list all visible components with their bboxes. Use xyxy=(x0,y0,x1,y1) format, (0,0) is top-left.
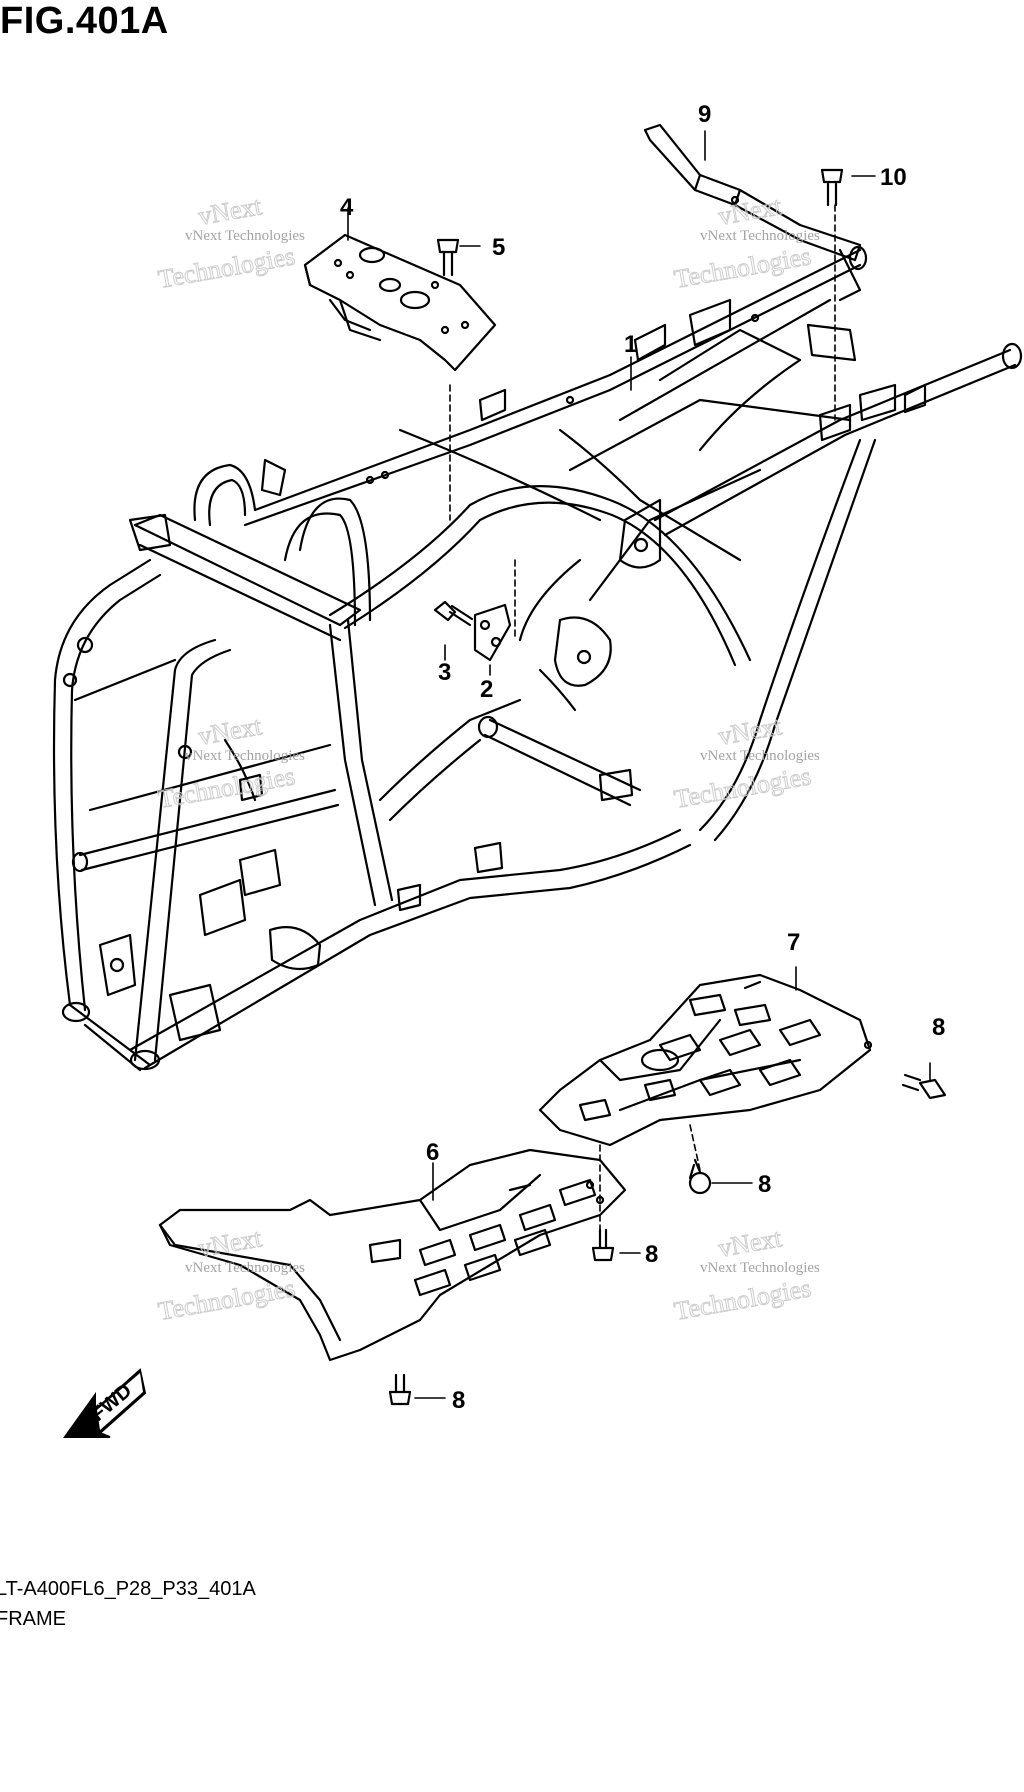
svg-text:Technologies: Technologies xyxy=(156,241,297,294)
watermark-mid-right: vNext Technologies vNext Technologies xyxy=(672,711,821,815)
rear-guide-bracket-part xyxy=(643,123,862,262)
svg-text:vNext: vNext xyxy=(716,1223,784,1263)
rear-skid-plate-part xyxy=(538,973,873,1147)
model-code: LT-A400FL6_P28_P33_401A xyxy=(0,1578,256,1600)
svg-text:Technologies: Technologies xyxy=(672,241,813,294)
callout-3: 3 xyxy=(438,659,451,686)
callout-8-front-mid: 8 xyxy=(645,1241,658,1268)
callout-8-rear-side: 8 xyxy=(932,1014,945,1041)
watermark-top-right: vNext Technologies vNext Technologies xyxy=(672,191,821,295)
svg-text:Technologies: Technologies xyxy=(156,1273,297,1326)
watermark-top-left: vNext Technologies vNext Technologies xyxy=(156,191,306,295)
front-skid-plate-part xyxy=(158,1148,627,1362)
callout-8-rear-bottom: 8 xyxy=(758,1171,771,1198)
watermark-mid-left: vNext Technologies vNext Technologies xyxy=(156,711,306,815)
callout-9: 9 xyxy=(698,101,711,128)
svg-text:vNext Technologies: vNext Technologies xyxy=(185,1260,305,1276)
bracket-plate-part xyxy=(473,603,512,662)
svg-text:Technologies: Technologies xyxy=(672,1273,813,1326)
callout-2: 2 xyxy=(480,676,493,703)
svg-text:vNext Technologies: vNext Technologies xyxy=(700,1260,820,1276)
figure-title: FIG.401A xyxy=(0,0,169,42)
bolt-part-10 xyxy=(820,168,844,207)
svg-text:vNext Technologies: vNext Technologies xyxy=(185,228,305,244)
watermark-bottom-left: vNext Technologies vNext Technologies xyxy=(156,1223,306,1327)
forward-arrow-icon: FWD xyxy=(63,1368,147,1438)
bolt-part-5 xyxy=(436,238,460,277)
callout-8-front-bottom: 8 xyxy=(452,1387,465,1414)
bolt-part-8-front-bottom xyxy=(388,1373,412,1406)
callout-6: 6 xyxy=(426,1139,439,1166)
callout-10: 10 xyxy=(880,164,907,191)
section-name: FRAME xyxy=(0,1608,66,1630)
main-frame-part xyxy=(52,245,1023,1072)
svg-text:vNext Technologies: vNext Technologies xyxy=(185,748,305,764)
bolt-part-8-front-mid xyxy=(591,1228,615,1262)
svg-text:vNext: vNext xyxy=(196,1223,264,1263)
leader-lines xyxy=(347,130,931,1399)
bolt-part-3 xyxy=(433,600,474,627)
bolt-part-8-rear-bottom xyxy=(688,1158,712,1195)
watermark-bottom-right: vNext Technologies vNext Technologies xyxy=(672,1223,821,1327)
carrier-plate-part xyxy=(303,233,497,372)
callout-1: 1 xyxy=(624,331,637,358)
svg-text:vNext: vNext xyxy=(716,711,784,751)
callout-7: 7 xyxy=(787,929,800,956)
callout-4: 4 xyxy=(340,194,354,221)
bolt-part-8-rear-side xyxy=(901,1073,947,1100)
svg-text:vNext Technologies: vNext Technologies xyxy=(700,228,820,244)
callout-5: 5 xyxy=(492,234,505,261)
svg-text:vNext: vNext xyxy=(196,191,264,231)
svg-text:vNext Technologies: vNext Technologies xyxy=(700,748,820,764)
svg-text:vNext: vNext xyxy=(196,711,264,751)
